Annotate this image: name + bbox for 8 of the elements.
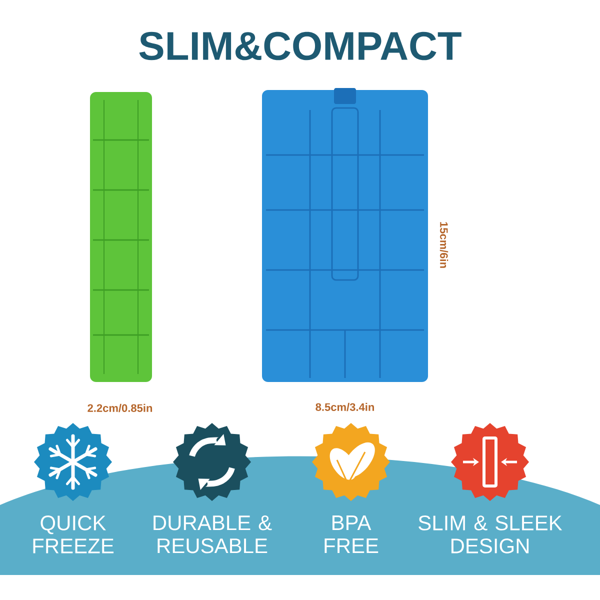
feature-label: SLIM & SLEEK DESIGN <box>418 516 562 554</box>
heading: SLIM&COMPACT <box>139 32 462 60</box>
feature-label: QUICK FREEZE <box>33 516 114 554</box>
dimension-label: 15cm/6in <box>440 222 448 268</box>
dimension-label: 8.5cm/3.4in <box>316 402 374 412</box>
feature-label: DURABLE & REUSABLE <box>154 516 272 554</box>
dimension-label: 2.2cm/0.85in <box>88 404 152 412</box>
feature-label: BPA FREE <box>324 516 378 553</box>
